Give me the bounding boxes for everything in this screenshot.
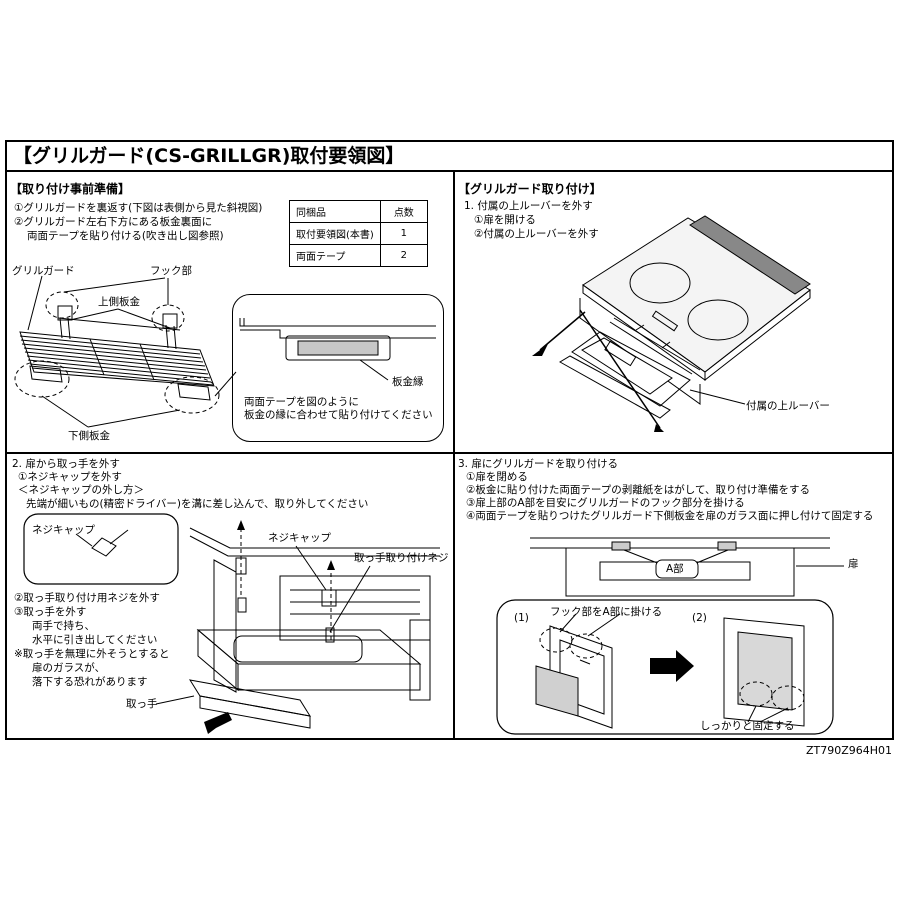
- handle-warning-1: ※取っ手を無理に外そうとすると: [14, 648, 170, 660]
- label-door: 扉: [848, 558, 859, 570]
- label-fix-firmly: しっかりと固定する: [700, 720, 795, 732]
- table-row: 取付要領図(本書) 1: [289, 222, 428, 245]
- parts-table: 同梱品 点数 取付要領図(本書) 1 両面テープ 2: [289, 200, 428, 267]
- handle-step-title: 2. 扉から取っ手を外す: [12, 458, 120, 470]
- label-part-a: A部: [666, 563, 684, 575]
- attach-step-title: 3. 扉にグリルガードを取り付ける: [458, 458, 619, 470]
- label-plate-edge: 板金縁: [392, 376, 424, 388]
- handle-step-3b: 水平に引き出してください: [32, 634, 158, 646]
- attach-step-1: ①扉を閉める: [466, 471, 528, 483]
- bubble-note-2: 板金の縁に合わせて貼り付けてください: [244, 409, 433, 421]
- document-code: ZT790Z964H01: [805, 744, 892, 757]
- page-title: 【グリルガード(CS-GRILLGR)取付要領図】: [5, 140, 894, 172]
- divider-horizontal: [5, 452, 894, 454]
- door-handle-illustration: [155, 520, 440, 734]
- label-lower-plate: 下側板金: [68, 430, 110, 442]
- detail-bubble: [232, 294, 444, 442]
- handle-warning-3: 落下する恐れがあります: [32, 676, 148, 688]
- handle-step-3a: 両手で持ち、: [32, 620, 95, 632]
- label-screw-cap: ネジキャップ: [268, 532, 331, 544]
- install-step-1a: ①扉を開ける: [474, 214, 536, 226]
- label-handle-screw: 取っ手取り付けネジ: [354, 552, 449, 564]
- handle-warning-2: 扉のガラスが、: [32, 662, 106, 674]
- handle-cap-instruction: 先端が細いもの(精密ドライバー)を溝に差し込んで、取り外してください: [26, 498, 369, 510]
- label-grill-guard: グリルガード: [12, 265, 75, 277]
- content-frame: [5, 172, 894, 740]
- plate-edge-detail: [239, 318, 436, 381]
- install-step-1: 1. 付属の上ルーバーを外す: [464, 200, 593, 212]
- label-sub-2: (2): [692, 612, 707, 624]
- label-handle: 取っ手: [126, 698, 158, 710]
- prep-step-2-cont: 両面テープを貼り付ける(吹き出し図参照): [27, 230, 224, 242]
- bubble-note-1: 両面テープを図のように: [244, 396, 359, 408]
- install-heading: 【グリルガード取り付け】: [458, 182, 602, 196]
- label-upper-plate: 上側板金: [98, 296, 140, 308]
- attach-step-3: ③扉上部のA部を目安にグリルガードのフック部分を掛ける: [466, 497, 745, 509]
- label-sub-1: (1): [514, 612, 529, 624]
- label-hook: フック部: [150, 265, 192, 277]
- handle-step-3: ③取っ手を外す: [14, 606, 87, 618]
- prep-heading: 【取り付け事前準備】: [10, 182, 131, 196]
- grill-guard-illustration: [14, 275, 237, 428]
- install-step-1b: ②付属の上ルーバーを外す: [474, 228, 599, 240]
- parts-table-header: 同梱品 点数: [289, 200, 428, 223]
- cooktop-illustration: [532, 215, 811, 432]
- screw-cap-inset: [23, 513, 179, 585]
- handle-cap-howto: ＜ネジキャップの外し方＞: [18, 484, 144, 496]
- table-row: 両面テープ 2: [289, 244, 428, 267]
- attach-step-4: ④両面テープを貼りつけたグリルガード下側板金を扉のガラス面に押し付けて固定する: [466, 510, 874, 522]
- divider-vertical: [453, 172, 455, 740]
- prep-step-2: ②グリルガード左右下方にある板金裏面に: [14, 216, 213, 228]
- handle-step-1: ①ネジキャップを外す: [18, 471, 122, 483]
- label-louver: 付属の上ルーバー: [746, 400, 830, 412]
- label-screw-cap-inset: ネジキャップ: [32, 524, 95, 536]
- parts-count: 2: [379, 244, 428, 267]
- attach-step-2: ②板金に貼り付けた両面テープの剥離紙をはがして、取り付け準備をする: [466, 484, 810, 496]
- handle-step-2: ②取っ手取り付け用ネジを外す: [14, 592, 160, 604]
- prep-step-1: ①グリルガードを裏返す(下図は表側から見た斜視図): [14, 202, 263, 214]
- label-hook-to-a: フック部をA部に掛ける: [550, 606, 663, 618]
